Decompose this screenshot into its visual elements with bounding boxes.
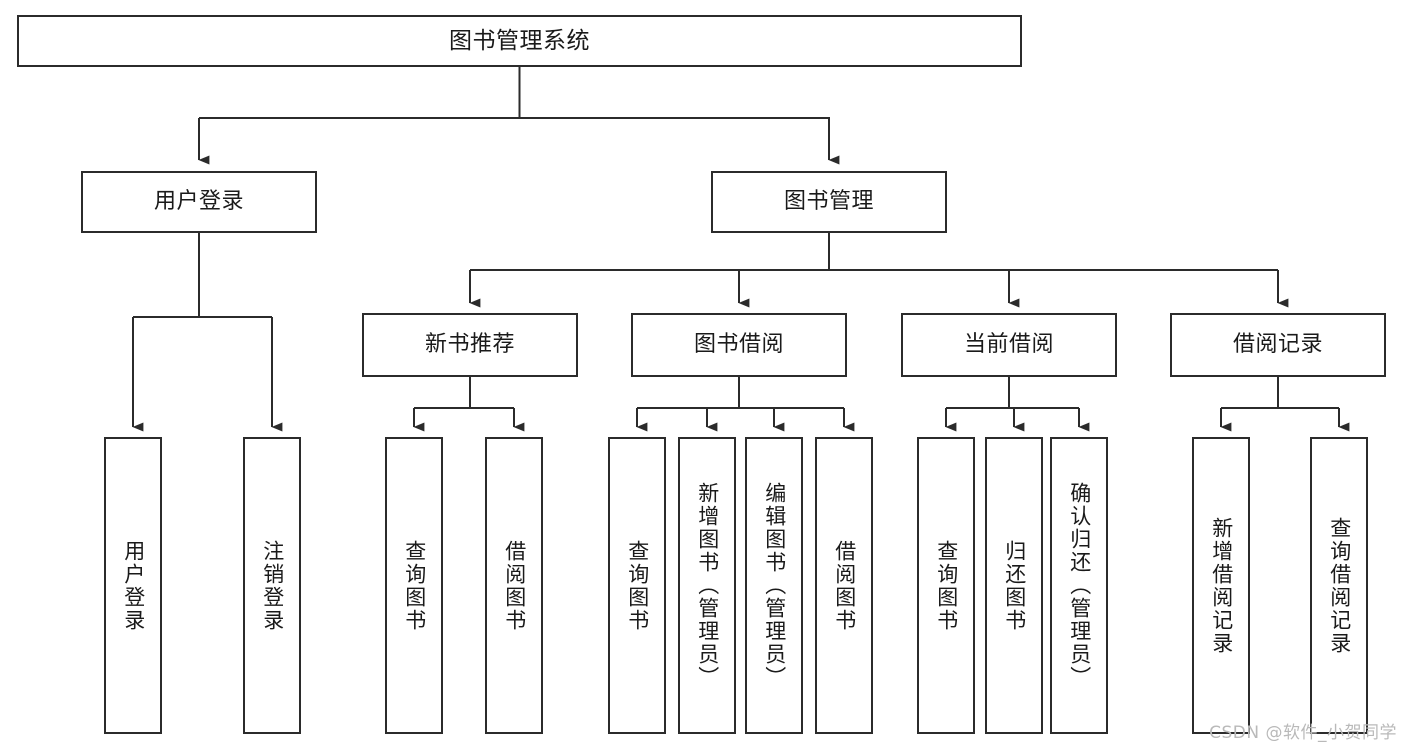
node-leaf-borrow-book-bb-label: 借阅图书 (832, 539, 857, 632)
connector-borrowrecord-to-leaves (1219, 377, 1350, 432)
node-root-label: 图书管理系统 (449, 27, 590, 54)
node-leaf-query-book-rec[interactable]: 查询图书 (385, 437, 443, 734)
node-leaf-confirm-return[interactable]: 确认归还（管理员） (1050, 437, 1108, 734)
node-leaf-user-login[interactable]: 用户登录 (104, 437, 162, 734)
node-leaf-query-book-cb[interactable]: 查询图书 (917, 437, 975, 734)
node-leaf-borrow-book-rec-label: 借阅图书 (502, 539, 527, 632)
node-current-borrow[interactable]: 当前借阅 (901, 313, 1117, 377)
node-root[interactable]: 图书管理系统 (17, 15, 1022, 67)
node-leaf-add-book-label: 新增图书（管理员） (695, 482, 720, 689)
node-borrow-record[interactable]: 借阅记录 (1170, 313, 1386, 377)
node-leaf-query-record[interactable]: 查询借阅记录 (1310, 437, 1368, 734)
node-book-borrow[interactable]: 图书借阅 (631, 313, 847, 377)
node-book-borrow-label: 图书借阅 (693, 332, 784, 358)
node-leaf-query-record-label: 查询借阅记录 (1327, 516, 1352, 655)
node-leaf-query-book-rec-label: 查询图书 (402, 539, 427, 632)
node-book-manage-label: 图书管理 (783, 189, 874, 215)
node-leaf-add-record[interactable]: 新增借阅记录 (1192, 437, 1250, 734)
node-current-borrow-label: 当前借阅 (963, 332, 1054, 358)
node-leaf-query-book-bb[interactable]: 查询图书 (608, 437, 666, 734)
node-new-book-rec-label: 新书推荐 (424, 332, 515, 358)
node-user-login[interactable]: 用户登录 (81, 171, 317, 233)
connector-bookmanage-to-level3 (468, 233, 1289, 308)
connector-newbook-to-leaves (412, 377, 525, 432)
node-leaf-add-record-label: 新增借阅记录 (1209, 516, 1234, 655)
node-leaf-edit-book[interactable]: 编辑图书（管理员） (745, 437, 803, 734)
node-leaf-borrow-book-rec[interactable]: 借阅图书 (485, 437, 543, 734)
connector-userlogin-to-leaves (131, 233, 283, 432)
node-leaf-user-login-label: 用户登录 (121, 539, 146, 632)
node-leaf-logout-label: 注销登录 (260, 539, 285, 632)
node-leaf-query-book-cb-label: 查询图书 (934, 539, 959, 632)
node-leaf-edit-book-label: 编辑图书（管理员） (762, 482, 787, 689)
node-leaf-query-book-bb-label: 查询图书 (625, 539, 650, 632)
node-leaf-return-book[interactable]: 归还图书 (985, 437, 1043, 734)
node-leaf-add-book[interactable]: 新增图书（管理员） (678, 437, 736, 734)
connector-currentborrow-to-leaves (944, 377, 1090, 432)
connector-root-to-level2 (197, 67, 840, 165)
node-user-login-label: 用户登录 (153, 189, 244, 215)
node-leaf-confirm-return-label: 确认归还（管理员） (1067, 482, 1092, 689)
node-leaf-logout[interactable]: 注销登录 (243, 437, 301, 734)
connector-bookborrow-to-leaves (635, 377, 855, 432)
node-leaf-borrow-book-bb[interactable]: 借阅图书 (815, 437, 873, 734)
node-leaf-return-book-label: 归还图书 (1002, 539, 1027, 632)
node-new-book-rec[interactable]: 新书推荐 (362, 313, 578, 377)
node-book-manage[interactable]: 图书管理 (711, 171, 947, 233)
node-borrow-record-label: 借阅记录 (1232, 332, 1323, 358)
csdn-watermark: CSDN @软件_小贺同学 (1209, 723, 1397, 743)
